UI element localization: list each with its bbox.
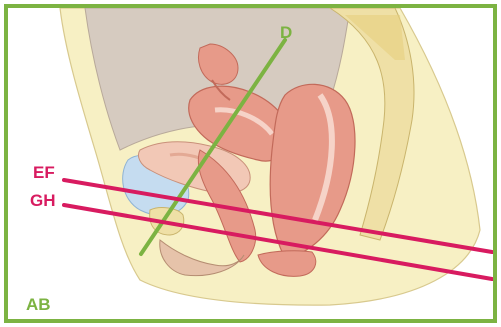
- plane-d-label: D: [280, 24, 292, 41]
- plane-ef-label: EF: [33, 164, 55, 181]
- plane-gh-label: GH: [30, 192, 56, 209]
- corner-label: AB: [26, 296, 51, 313]
